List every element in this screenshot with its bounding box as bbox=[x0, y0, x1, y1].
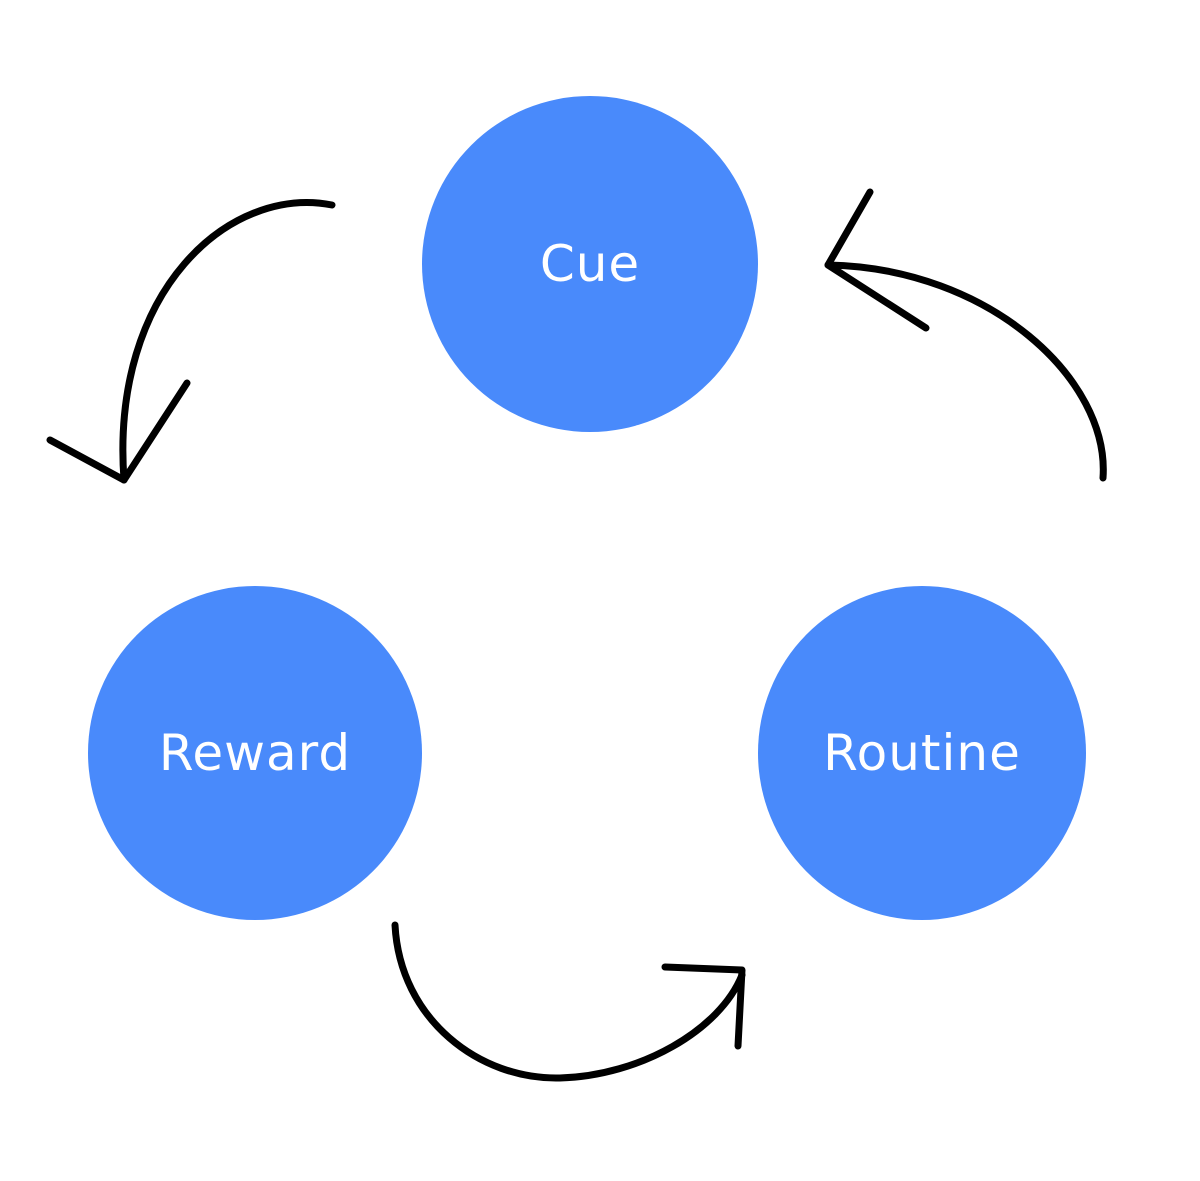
arrowhead-routine-to-cue bbox=[824, 188, 930, 332]
routine-node: Routine bbox=[758, 586, 1086, 920]
routine-label: Routine bbox=[823, 724, 1021, 782]
arrow-cue-to-reward bbox=[119, 199, 336, 484]
cue-node: Cue bbox=[422, 96, 758, 432]
arrow-routine-to-cue bbox=[824, 261, 1107, 482]
arrowhead-cue-to-reward bbox=[46, 379, 191, 484]
cue-label: Cue bbox=[539, 235, 641, 293]
arrow-reward-to-routine bbox=[391, 921, 746, 1082]
arrowhead-reward-to-routine bbox=[661, 963, 746, 1050]
reward-label: Reward bbox=[158, 724, 352, 782]
reward-node: Reward bbox=[88, 586, 422, 920]
